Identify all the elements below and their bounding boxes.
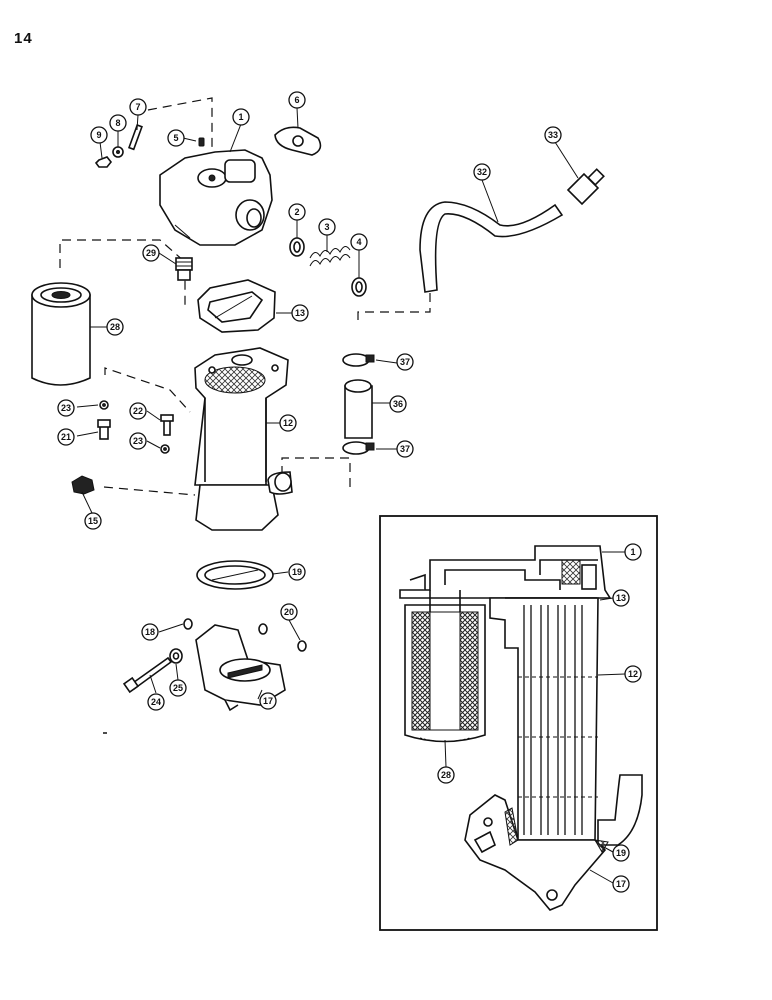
gasket-part-6 <box>274 126 322 156</box>
svg-text:12: 12 <box>628 669 638 679</box>
svg-text:13: 13 <box>295 308 305 318</box>
svg-text:12: 12 <box>283 418 293 428</box>
svg-text:4: 4 <box>356 237 361 247</box>
callout-23-right: 23 <box>129 432 147 450</box>
svg-text:36: 36 <box>393 399 403 409</box>
svg-text:24: 24 <box>151 697 161 707</box>
callout-9: 9 <box>90 126 108 144</box>
inset-callout-13: 13 <box>612 589 630 607</box>
callout-6: 6 <box>288 91 306 109</box>
callout-22: 22 <box>129 402 147 420</box>
callout-2: 2 <box>288 203 306 221</box>
svg-text:19: 19 <box>292 567 302 577</box>
callout-5: 5 <box>167 129 185 147</box>
callout-37-bottom: 37 <box>396 440 414 458</box>
callout-7: 7 <box>129 98 147 116</box>
callout-23-left: 23 <box>57 399 75 417</box>
callout-13: 13 <box>291 304 309 322</box>
callout-1: 1 <box>232 108 250 126</box>
callout-15: 15 <box>84 512 102 530</box>
svg-text:1: 1 <box>630 547 635 557</box>
svg-text:22: 22 <box>133 406 143 416</box>
svg-text:37: 37 <box>400 357 410 367</box>
svg-text:19: 19 <box>616 848 626 858</box>
svg-text:29: 29 <box>146 248 156 258</box>
svg-text:21: 21 <box>61 432 71 442</box>
svg-text:23: 23 <box>133 436 143 446</box>
inset-callout-19: 19 <box>612 844 630 862</box>
svg-text:6: 6 <box>294 95 299 105</box>
svg-text:37: 37 <box>400 444 410 454</box>
callout-25: 25 <box>169 679 187 697</box>
callout-4: 4 <box>350 233 368 251</box>
svg-text:28: 28 <box>110 322 120 332</box>
leader-lines <box>76 107 579 700</box>
callout-18: 18 <box>141 623 159 641</box>
callout-33: 33 <box>544 126 562 144</box>
page-number: 14 <box>14 30 33 47</box>
svg-text:2: 2 <box>294 207 299 217</box>
callout-21: 21 <box>57 428 75 446</box>
inset-callout-1: 1 <box>624 543 642 561</box>
svg-text:15: 15 <box>88 516 98 526</box>
filter-cartridge-part-28 <box>31 282 91 386</box>
svg-text:33: 33 <box>548 130 558 140</box>
callout-19: 19 <box>288 563 306 581</box>
svg-text:20: 20 <box>284 607 294 617</box>
svg-text:32: 32 <box>477 167 487 177</box>
hose-parts-32-37 <box>342 168 605 455</box>
callout-32: 32 <box>473 163 491 181</box>
svg-text:8: 8 <box>115 118 120 128</box>
gasket-part-19 <box>196 560 274 590</box>
inset-callout-28: 28 <box>437 766 455 784</box>
svg-text:17: 17 <box>263 696 273 706</box>
svg-text:9: 9 <box>96 130 101 140</box>
gasket-part-13 <box>197 279 276 333</box>
svg-text:25: 25 <box>173 683 183 693</box>
hardware-parts-15-23 <box>71 400 174 495</box>
callout-36: 36 <box>389 395 407 413</box>
svg-text:13: 13 <box>616 593 626 603</box>
svg-text:23: 23 <box>61 403 71 413</box>
svg-text:28: 28 <box>441 770 451 780</box>
callout-20: 20 <box>280 603 298 621</box>
filter-head-part-1 <box>159 149 273 246</box>
callout-24: 24 <box>147 693 165 711</box>
hardware-parts-5-9 <box>94 124 205 168</box>
svg-text:7: 7 <box>135 102 140 112</box>
valve-parts-2-4 <box>289 237 367 297</box>
inset-callout-12: 12 <box>624 665 642 683</box>
callout-37-top: 37 <box>396 353 414 371</box>
svg-text:5: 5 <box>173 133 178 143</box>
svg-text:3: 3 <box>324 222 329 232</box>
assembly-lines <box>59 97 431 496</box>
callout-17: 17 <box>259 692 277 710</box>
callout-28: 28 <box>106 318 124 336</box>
svg-text:18: 18 <box>145 627 155 637</box>
callout-12: 12 <box>279 414 297 432</box>
oil-cooler-part-12 <box>194 347 293 531</box>
callout-8: 8 <box>109 114 127 132</box>
inset-callout-17: 17 <box>612 875 630 893</box>
fitting-part-29 <box>175 257 193 281</box>
svg-text:17: 17 <box>616 879 626 889</box>
cover-part-17 <box>122 618 307 712</box>
callout-3: 3 <box>318 218 336 236</box>
svg-text:1: 1 <box>238 112 243 122</box>
callout-29: 29 <box>142 244 160 262</box>
cutaway-inset: 1 13 12 28 19 17 <box>379 515 658 931</box>
